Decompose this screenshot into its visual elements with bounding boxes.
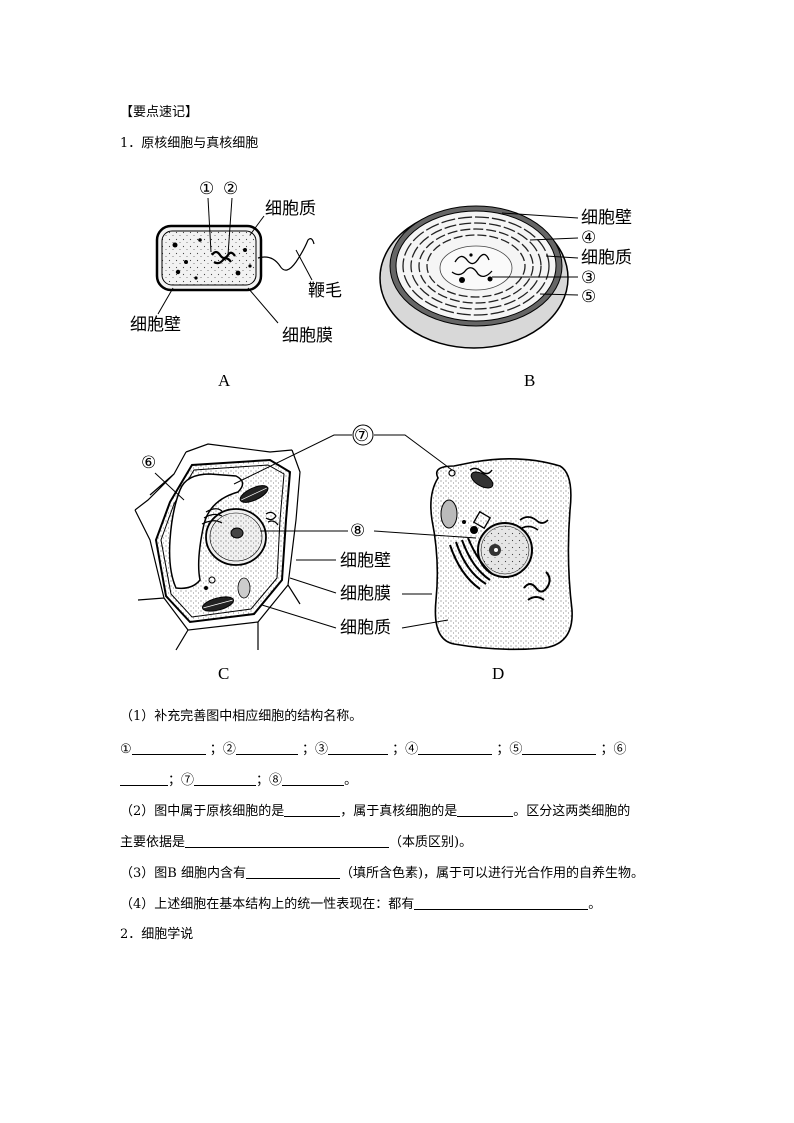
q3-line: （3）图B 细胞内含有（填所含色素)，属于可以进行光合作用的自养生物。 <box>120 864 645 881</box>
q2-line-1: （2）图中属于原核细胞的是，属于真核细胞的是。区分这两类细胞的 <box>120 802 631 819</box>
q1-item-1: ① <box>120 742 132 757</box>
q1-blank-2[interactable] <box>235 740 298 755</box>
fig-c-label-6: ⑥ <box>141 453 156 473</box>
fig-b-label-3: ③ <box>581 268 596 288</box>
q1-item-3: ③ <box>314 742 328 757</box>
q1-blank-4[interactable] <box>418 740 493 755</box>
fig-a-label-flagellum: 鞭毛 <box>308 281 342 301</box>
q2-blank-basis[interactable] <box>185 833 390 848</box>
shared-label-8: ⑧ <box>350 521 365 541</box>
q1-item-6: ⑥ <box>613 742 627 757</box>
fig-a-label-2: ② <box>223 179 238 199</box>
fig-a-caption: A <box>218 371 231 390</box>
fig-b-label-4: ④ <box>581 228 596 248</box>
figure-a-bacterium <box>155 197 315 324</box>
fig-c-caption: C <box>218 664 229 683</box>
q1-blank-7[interactable] <box>194 771 257 786</box>
fig-a-label-membrane: 细胞膜 <box>282 326 333 346</box>
q1-item-8: ⑧ <box>269 773 283 788</box>
q2-blank-prokaryote[interactable] <box>284 802 341 817</box>
fig-d-caption: D <box>492 664 504 683</box>
q1-prompt: （1）补充完善图中相应细胞的结构名称。 <box>120 709 363 724</box>
section-heading: 【要点速记】 <box>120 105 199 120</box>
fig-a-label-1: ① <box>199 179 214 199</box>
q1-line-2: ；⑦；⑧。 <box>120 771 357 790</box>
shared-label-membrane: 细胞膜 <box>340 584 391 604</box>
shared-label-7: ⑦ <box>354 426 369 446</box>
q1-item-4: ④ <box>405 742 419 757</box>
topic-title-2: 2．细胞学说 <box>120 927 194 942</box>
shared-label-wall: 细胞壁 <box>340 551 391 571</box>
figure-b-cyanobacterium <box>379 205 579 349</box>
q1-blank-5[interactable] <box>522 740 597 755</box>
q4-blank-unity[interactable] <box>414 895 589 910</box>
cell-diagrams: ① ② 细胞质 鞭毛 细胞壁 细胞膜 A 细胞壁 ④ 细胞质 ③ ⑤ B <box>130 179 632 683</box>
q1-item-5: ⑤ <box>509 742 523 757</box>
figure-c-plant-cell <box>134 443 301 651</box>
q1-blank-8[interactable] <box>282 771 345 786</box>
q1-item-2: ② <box>222 742 236 757</box>
q2-line-2: 主要依据是（本质区别)。 <box>120 833 473 850</box>
q2-blank-eukaryote[interactable] <box>457 802 514 817</box>
q1-line-1: ① ；② ；③ ；④ ；⑤ ；⑥ <box>120 740 627 757</box>
shared-label-cytoplasm: 细胞质 <box>340 618 391 638</box>
fig-a-label-cytoplasm: 细胞质 <box>265 199 316 219</box>
q1-blank-1[interactable] <box>131 740 206 755</box>
fig-b-caption: B <box>524 371 535 390</box>
q1-blank-6[interactable] <box>120 771 168 786</box>
q1-item-7: ⑦ <box>181 773 195 788</box>
q1-blank-3[interactable] <box>328 740 388 755</box>
fig-b-label-wall: 细胞壁 <box>581 208 632 228</box>
fig-b-label-cytoplasm: 细胞质 <box>581 248 632 268</box>
q3-blank-pigments[interactable] <box>245 864 340 879</box>
figure-d-animal-cell <box>430 458 573 651</box>
fig-b-label-5: ⑤ <box>581 287 596 307</box>
q4-line: （4）上述细胞在基本结构上的统一性表现在：都有。 <box>120 895 602 912</box>
fig-a-label-wall: 细胞壁 <box>130 315 181 335</box>
topic-title-1: 1．原核细胞与真核细胞 <box>120 136 259 151</box>
